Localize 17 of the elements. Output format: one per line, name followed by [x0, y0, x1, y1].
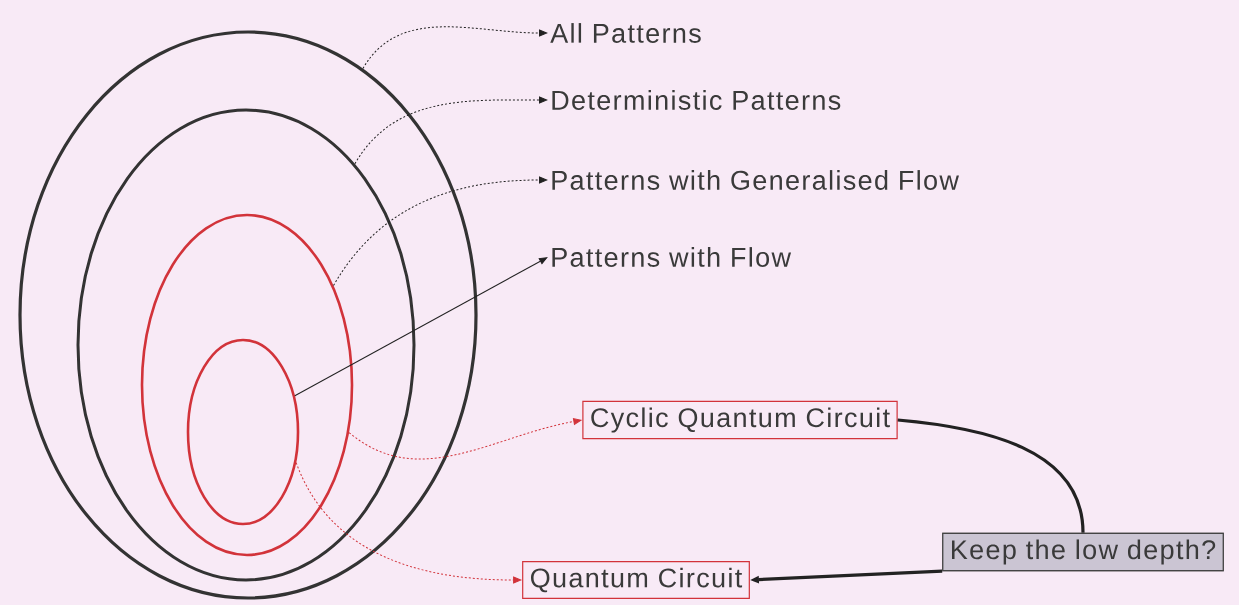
arrow [295, 462, 522, 584]
connector-line [897, 418, 1085, 533]
ellipse [186, 338, 300, 526]
set-label: Patterns with Generalised Flow [552, 170, 959, 190]
outer-ellipse [18, 30, 478, 600]
ellipse [76, 108, 416, 582]
arrow [362, 26, 548, 70]
arrow [294, 257, 548, 397]
set-label: Patterns with Flow [552, 247, 792, 267]
arrow [333, 176, 548, 286]
circuit-box: Cyclic Quantum Circuit [582, 400, 898, 440]
set-label: All Patterns [550, 23, 701, 43]
arrow [348, 418, 582, 460]
circuit-box: Quantum Circuit [522, 561, 750, 599]
arrow [354, 96, 548, 165]
ellipse [140, 213, 354, 557]
set-label: Deterministic Patterns [552, 90, 841, 110]
